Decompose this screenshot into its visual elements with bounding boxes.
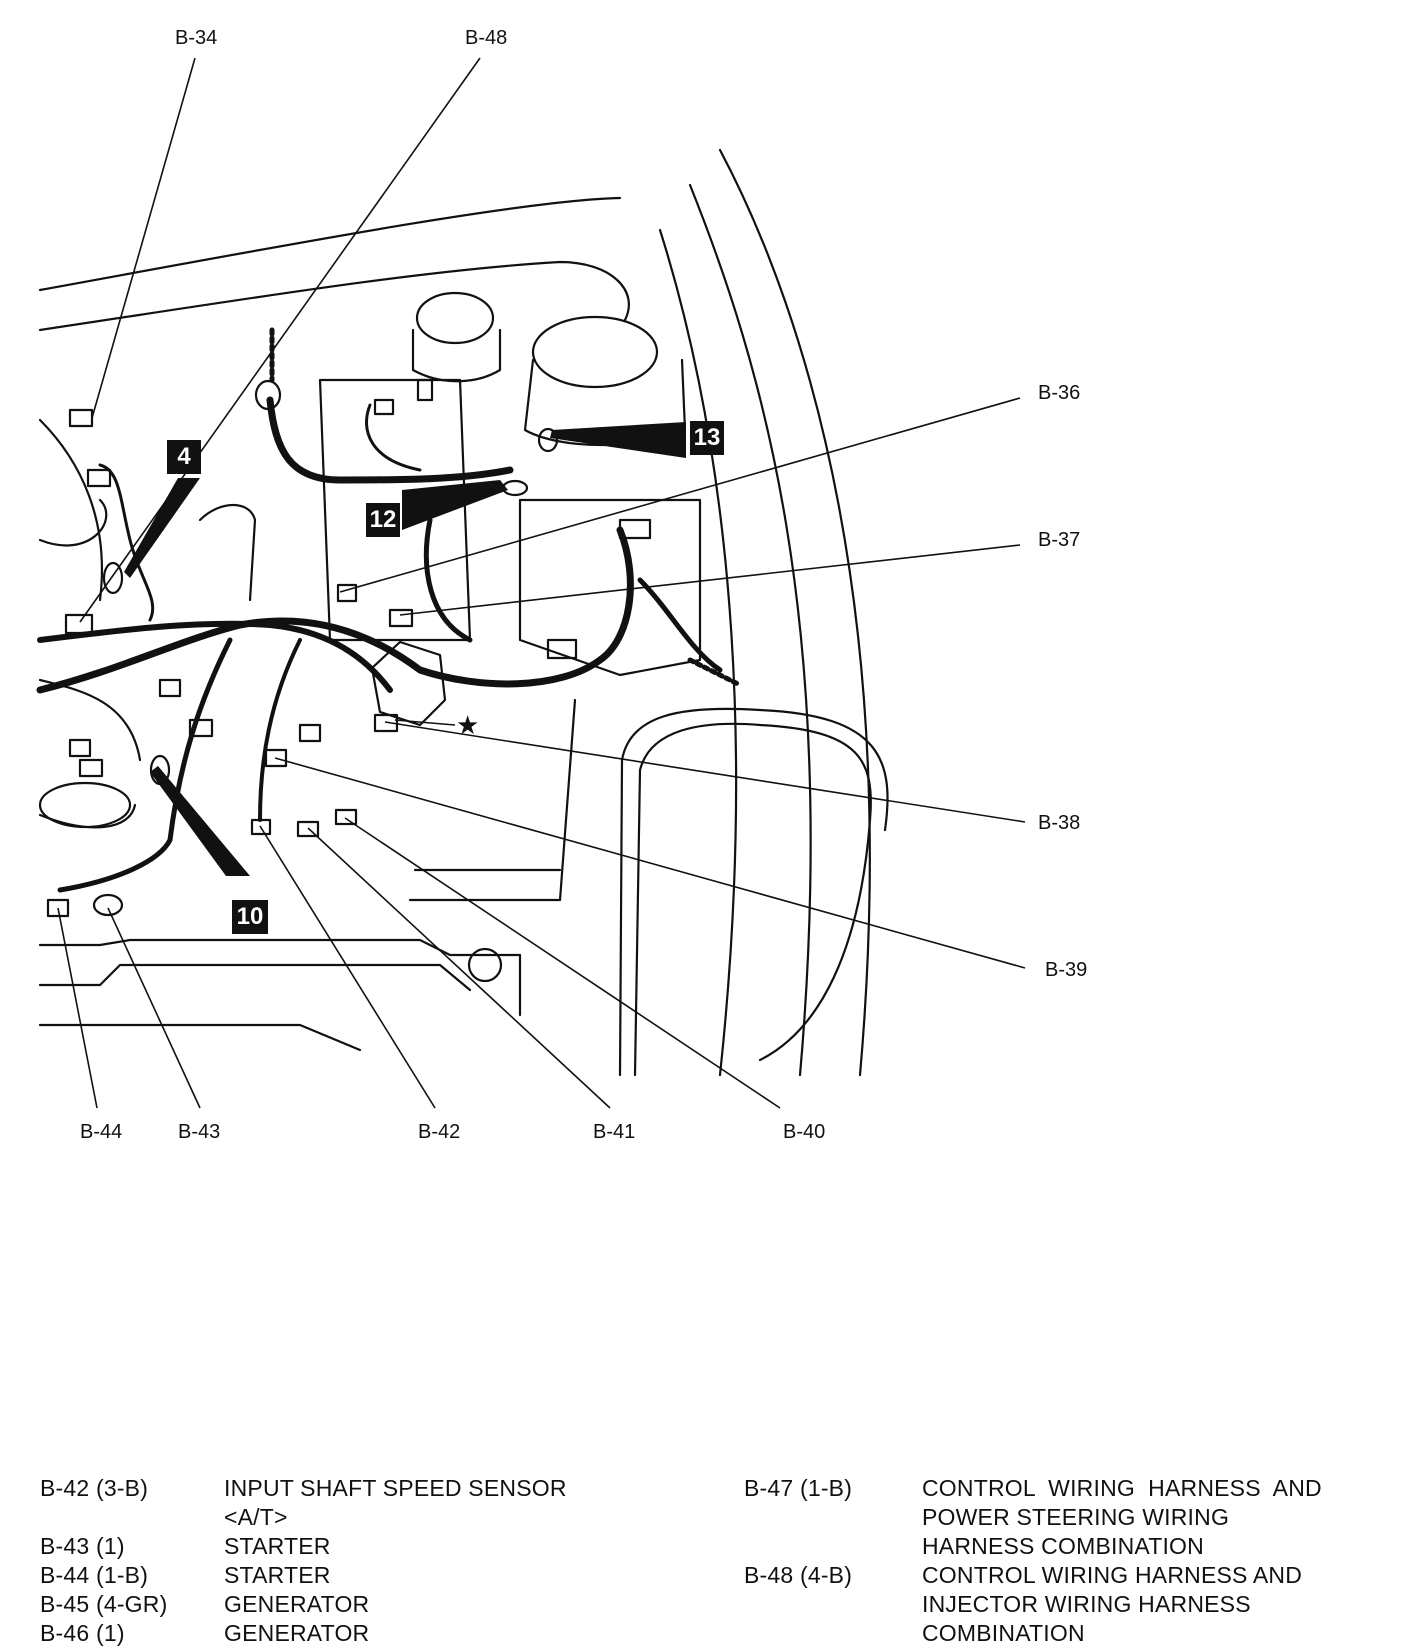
legend-code: B-44 (1-B) [40, 1562, 149, 1588]
badge-4-pointer [124, 478, 200, 578]
callout-b41: B-41 [593, 1121, 636, 1143]
legend-desc: CONTROL WIRING HARNESS AND POWER STEERIN… [922, 1474, 1322, 1561]
legend-code: B-46 (1) [40, 1620, 125, 1646]
star-marker: ★ [456, 710, 480, 740]
leader-b39 [274, 757, 1026, 969]
leader-b36 [339, 397, 1021, 593]
badge-10: 10 [232, 900, 268, 934]
legend-desc-line: INJECTOR WIRING HARNESS [922, 1591, 1251, 1617]
callout-b38: B-38 [1038, 812, 1081, 834]
badge-12-pointer [402, 480, 508, 530]
callout-b44: B-44 [80, 1121, 123, 1143]
legend-desc: CONTROL WIRING HARNESS AND INJECTOR WIRI… [922, 1561, 1302, 1648]
callout-b42: B-42 [418, 1121, 461, 1143]
callout-b43: B-43 [178, 1121, 221, 1143]
engine-harness-diagram: B-34 B-48 B-36 B-37 B-38 B-39 B-40 B-41 … [36, 27, 1088, 1143]
legend-desc-line: POWER STEERING WIRING [922, 1504, 1230, 1530]
badge-13-pointer [550, 422, 686, 458]
legend-desc: STARTER [224, 1533, 331, 1559]
leader-b43 [107, 907, 201, 1109]
legend-code: B-42 (3-B) [40, 1475, 149, 1501]
legend-desc-line: HARNESS COMBINATION [922, 1533, 1204, 1559]
leader-b44 [57, 907, 98, 1109]
legend-desc-line: CONTROL WIRING HARNESS AND [922, 1562, 1303, 1588]
legend-desc: INPUT SHAFT SPEED SENSOR <A/T> [224, 1474, 567, 1532]
callout-b36: B-36 [1038, 382, 1081, 404]
legend-desc-line: COMBINATION [922, 1620, 1085, 1646]
callout-b48: B-48 [465, 27, 508, 49]
legend-desc: GENERATOR [224, 1620, 370, 1646]
callout-b34: B-34 [175, 27, 218, 49]
leader-b34 [91, 57, 196, 419]
callout-b39: B-39 [1045, 959, 1088, 981]
leader-b37 [399, 544, 1021, 616]
legend-code: B-48 (4-B) [744, 1562, 853, 1588]
connector-legend: B-42 (3-B) INPUT SHAFT SPEED SENSOR <A/T… [40, 1474, 1400, 1646]
legend-code: B-47 (1-B) [744, 1475, 853, 1501]
engine-compartment-illustration [36, 57, 1026, 1109]
legend-code: B-45 (4-GR) [40, 1591, 168, 1617]
badge-10-pointer [150, 766, 250, 876]
leader-b48 [79, 57, 481, 623]
leader-star [394, 719, 456, 726]
legend-desc: GENERATOR [224, 1591, 370, 1617]
callout-b40: B-40 [783, 1121, 826, 1143]
badge-12: 12 [366, 503, 400, 537]
leader-b41 [307, 827, 611, 1109]
leader-b40 [344, 817, 781, 1109]
legend-desc-line: CONTROL WIRING HARNESS AND [922, 1475, 1322, 1501]
legend-desc-line: <A/T> [224, 1504, 288, 1530]
leader-b42 [259, 825, 436, 1109]
badge-4: 4 [167, 440, 201, 474]
legend-desc-line: INPUT SHAFT SPEED SENSOR [224, 1475, 567, 1501]
badge-13: 13 [690, 421, 724, 455]
legend-desc: STARTER [224, 1562, 331, 1588]
legend-code: B-43 (1) [40, 1533, 125, 1559]
callout-b37: B-37 [1038, 529, 1081, 551]
leader-b38 [384, 721, 1026, 823]
